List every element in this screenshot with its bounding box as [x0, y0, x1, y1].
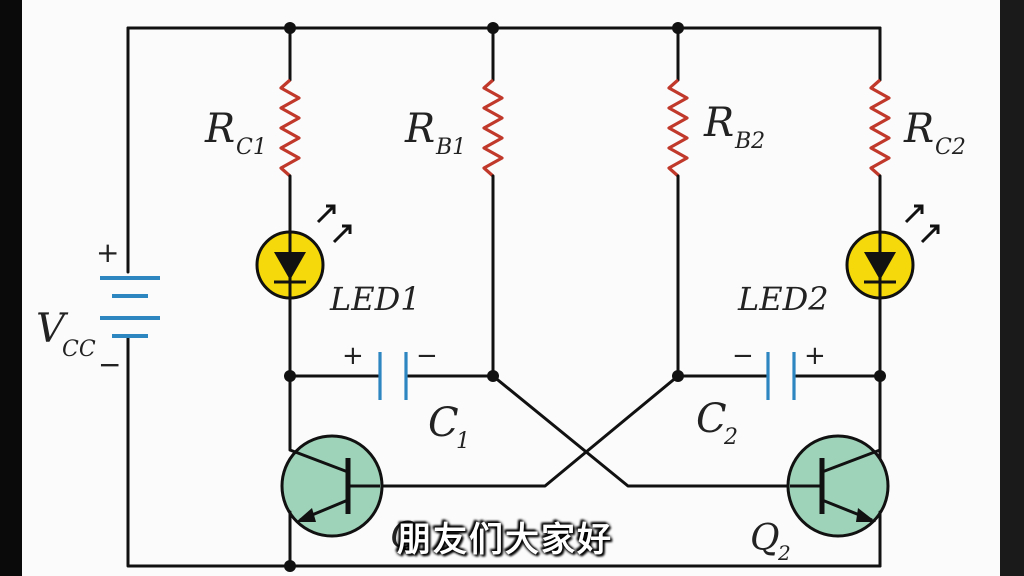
- capacitor-c2: [766, 352, 796, 400]
- right-border: [1000, 0, 1024, 576]
- label-rb2-sub: B2: [734, 129, 765, 154]
- junction-node: [284, 560, 296, 572]
- label-rc2-main: R: [903, 106, 934, 152]
- junction-node: [487, 370, 499, 382]
- led2: [845, 204, 940, 300]
- resistor-rb1: [482, 78, 504, 178]
- label-rb1-sub: B1: [435, 135, 466, 160]
- battery-plus-sign: +: [96, 236, 119, 269]
- label-rc2-sub: C2: [935, 135, 966, 160]
- capacitor-c1: [378, 352, 408, 400]
- resistor-rc2: [869, 78, 891, 178]
- resistor-rb2: [667, 78, 689, 178]
- label-rc1-main: R: [204, 106, 235, 152]
- cross-wire-1: [491, 374, 802, 488]
- led1: [255, 204, 352, 300]
- cross-wire-2: [356, 374, 680, 488]
- c2-plus-sign: +: [804, 341, 826, 371]
- junction-node: [672, 370, 684, 382]
- c1-minus-sign: −: [416, 341, 438, 371]
- label-q1: Q: [390, 516, 420, 557]
- battery: [100, 276, 160, 338]
- c1-plus-sign: +: [342, 341, 364, 371]
- label-rc1-sub: C1: [236, 135, 267, 160]
- label-led1: LED1: [329, 280, 421, 318]
- label-rb1-main: R: [404, 106, 435, 152]
- c2-minus-sign: −: [732, 341, 754, 371]
- label-c2-main: C: [696, 396, 727, 442]
- transistor-q1: [280, 434, 384, 538]
- label-vcc-sub: CC: [62, 337, 96, 362]
- label-led2: LED2: [737, 280, 829, 318]
- left-border: [0, 0, 22, 576]
- label-q2-sub: 2: [777, 541, 791, 565]
- battery-minus-sign: −: [98, 348, 121, 381]
- resistor-rc1: [279, 78, 301, 178]
- junction-node: [284, 22, 296, 34]
- junction-node: [487, 22, 499, 34]
- junction-node: [284, 370, 296, 382]
- label-c1-sub: 1: [456, 429, 470, 454]
- label-q2-main: Q: [750, 518, 780, 559]
- junction-node: [874, 370, 886, 382]
- left-rail-bottom: [126, 336, 882, 568]
- video-subtitle: 朋友们大家好: [397, 520, 613, 560]
- label-vcc-main: V: [36, 306, 69, 352]
- label-c1-main: C: [428, 400, 459, 446]
- transistor-q2: [786, 434, 890, 538]
- label-rb2-main: R: [703, 100, 734, 146]
- label-c2-sub: 2: [723, 425, 738, 450]
- junction-node: [672, 22, 684, 34]
